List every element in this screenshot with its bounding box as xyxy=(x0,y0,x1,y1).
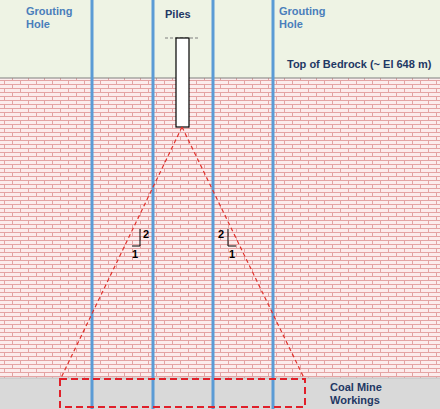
workings-label: Coal Mine Workings xyxy=(330,381,402,407)
slope-value: 1 xyxy=(229,248,241,261)
target-zone xyxy=(60,379,305,407)
slope-triangle xyxy=(132,229,140,246)
pile xyxy=(176,38,189,127)
coal-seam xyxy=(0,378,440,409)
hole-label: Grouting Hole xyxy=(26,5,82,31)
grout-hole-line xyxy=(91,0,94,409)
slope-triangle xyxy=(228,229,236,246)
grout-hole-line xyxy=(272,0,275,409)
slope-value: 1 xyxy=(132,248,144,261)
hole-label: Grouting Hole xyxy=(279,5,335,31)
bedrock-label: Top of Bedrock (~ El 648 m) xyxy=(287,58,437,71)
grout-hole-line xyxy=(152,0,155,409)
slope-value: 2 xyxy=(218,228,230,241)
slope-value: 2 xyxy=(143,228,155,241)
slope-marks xyxy=(132,229,236,246)
influence-line xyxy=(60,127,182,380)
influence-line xyxy=(182,127,305,380)
grout-hole-line xyxy=(212,0,215,409)
overburden xyxy=(0,0,440,78)
grout-holes xyxy=(92,0,273,409)
bedrock-top-line xyxy=(0,78,440,79)
influence-zone xyxy=(60,127,305,380)
pile-label: Piles xyxy=(165,8,215,21)
bedrock xyxy=(0,78,440,378)
